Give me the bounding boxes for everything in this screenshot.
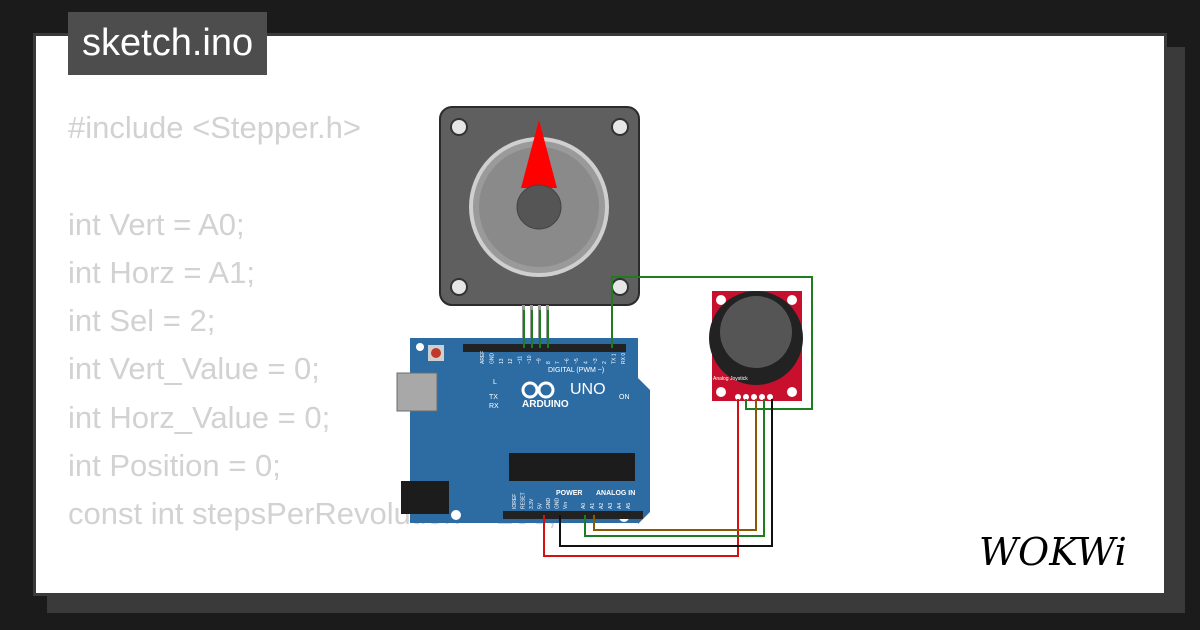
sketch-title: sketch.ino (68, 12, 268, 75)
code-line: int Sel = 2; (68, 303, 216, 339)
digital-header (463, 344, 626, 352)
wokwi-logo-text: WOKWi (979, 530, 1127, 574)
code-line: int Position = 0; (68, 448, 281, 484)
board-brand: ARDUINO (522, 399, 569, 410)
pin-label: A1 (590, 503, 596, 509)
pin-label: A2 (599, 503, 605, 509)
pin-label: A3 (608, 503, 614, 509)
pin-label: ~10 (527, 355, 533, 364)
power-header-label: POWER (556, 490, 582, 497)
motor-screw (611, 278, 629, 296)
motor-needle (521, 120, 557, 188)
on-led-label: ON (619, 394, 630, 401)
pin-label: RX 0 (621, 353, 627, 364)
code-preview: #include <Stepper.h> int Vert = A0; int Ho… (68, 104, 803, 594)
pin-label: ~6 (565, 358, 571, 364)
pin-label: A5 (626, 503, 632, 509)
pin-label: RESET (521, 492, 527, 509)
code-line: int Horz_Value = 0; (68, 399, 331, 435)
power-jack (401, 481, 449, 514)
code-line: int Horz = A1; (68, 254, 255, 290)
code-line: int Vert = A0; (68, 206, 245, 242)
pin-label: IOREF (512, 494, 518, 509)
pin-label: 13 (499, 358, 505, 364)
led-label: L (493, 379, 497, 386)
analog-joystick[interactable]: Analog Joystick (709, 291, 803, 401)
pin-label: 5V (538, 502, 544, 509)
pin-label: GND (546, 498, 552, 510)
wires (523, 276, 813, 557)
pin-label: 2 (602, 361, 608, 364)
pin-label: ~11 (518, 356, 524, 364)
board-model: UNO (570, 381, 606, 398)
pin-label: TX 1 (612, 353, 618, 364)
pin-label: 8 (546, 361, 552, 364)
pin-label: AREF (480, 351, 486, 364)
power-analog-header (503, 511, 643, 519)
digital-header-label: DIGITAL (PWM ~) (548, 367, 604, 374)
atmega-chip (509, 453, 635, 481)
pin-label: 7 (555, 361, 561, 364)
wokwi-logo: WOKWi (979, 530, 1127, 574)
arduino-uno-board[interactable]: DIGITAL (PWM ~) ARDUINO UNO ON POWER ANA… (396, 338, 650, 524)
pin-label: GND (489, 353, 495, 365)
stepper-motor[interactable] (439, 106, 640, 345)
pin-label: ~9 (536, 358, 542, 364)
reset-button[interactable] (431, 348, 441, 358)
pin-label: ~5 (574, 358, 580, 364)
pin-label: ~3 (593, 358, 599, 364)
motor-screw (450, 118, 468, 136)
pin-label: Vin (563, 502, 569, 509)
motor-screw (450, 278, 468, 296)
led-label: TX (489, 394, 498, 401)
pin-label: 12 (508, 358, 514, 364)
analog-header-label: ANALOG IN (596, 490, 635, 497)
pin-label: A0 (581, 503, 587, 509)
code-line: Stepper myStepper(stepsPerRevolution, 8,… (68, 587, 803, 594)
pin-label: A4 (617, 503, 623, 509)
pin-label: GND (555, 498, 561, 510)
pin-label: 3.3V (529, 498, 535, 509)
arduino-logo (521, 381, 555, 399)
pin-label: 4 (583, 361, 589, 364)
joystick-label: Analog Joystick (713, 376, 748, 382)
motor-screw (611, 118, 629, 136)
usb-port (396, 372, 438, 412)
led-label: RX (489, 403, 499, 410)
code-line: #include <Stepper.h> (68, 110, 362, 145)
code-line: int Vert_Value = 0; (68, 351, 320, 387)
